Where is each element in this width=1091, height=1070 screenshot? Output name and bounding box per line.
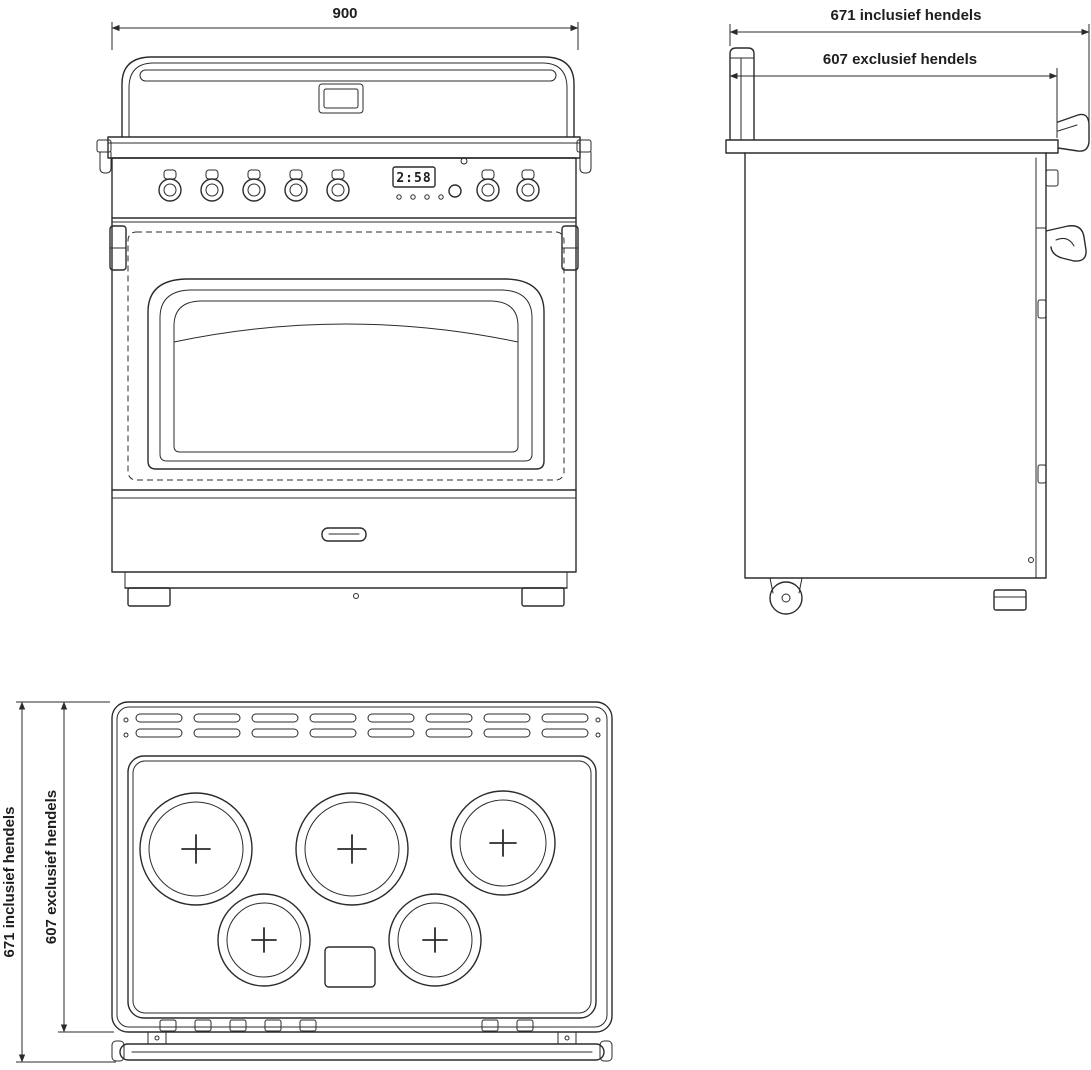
burner-center-mark-icon	[422, 927, 448, 953]
burner-center-mark-icon	[489, 829, 517, 857]
front-body-outline	[111, 157, 577, 573]
burner-zone	[217, 893, 311, 987]
burner-center-mark-icon	[251, 927, 277, 953]
burner-knob	[326, 169, 350, 202]
base-screw-icon	[353, 593, 359, 599]
indicator-light-icon	[460, 157, 468, 165]
backguard-center-plate	[318, 83, 364, 114]
side-screw-icon	[1028, 557, 1034, 563]
clock-display-value: 2:58	[396, 171, 431, 186]
burner-center-mark-icon	[337, 834, 367, 864]
door-window-outer	[147, 278, 545, 470]
front-base	[124, 571, 568, 607]
backguard-rail	[139, 69, 557, 82]
front-control-panel: 2:58	[111, 157, 577, 223]
left-rail-bracket-icon	[96, 139, 112, 174]
burner-zone	[450, 790, 556, 896]
top-body-outline	[111, 701, 613, 1033]
oven-knob	[516, 169, 540, 202]
side-cooktop	[725, 139, 1059, 154]
front-foot-right	[521, 587, 565, 607]
oven-knob	[476, 169, 500, 202]
rail-bracket	[557, 1031, 577, 1045]
front-width-label: 900	[332, 5, 357, 22]
burner-zone	[295, 792, 409, 906]
side-door-handle	[1045, 225, 1087, 262]
side-caster-wheel	[769, 577, 803, 615]
hob-glass	[127, 755, 597, 1019]
side-hinge-icon	[1037, 464, 1047, 484]
front-width-dimension: 900	[111, 5, 579, 50]
top-front-handle-rail	[111, 1031, 613, 1062]
front-foot-left	[127, 587, 171, 607]
top-depth-excl-label: 607 exclusief hendels	[43, 790, 60, 944]
burner-knob	[158, 169, 182, 202]
top-depth-incl-dimension: 671 inclusief hendels	[1, 701, 116, 1063]
burner-zone	[139, 792, 253, 906]
side-backguard	[729, 47, 755, 141]
rear-vent-slots	[123, 713, 601, 738]
side-view: 671 inclusief hendels 607 exclusief hend…	[725, 7, 1090, 615]
rail-end-cap	[599, 1040, 613, 1062]
rail-bracket	[147, 1031, 167, 1045]
burner-knob	[242, 169, 266, 202]
selector-button-icon	[448, 184, 462, 198]
side-rear-foot	[993, 589, 1027, 611]
clock-buttons	[396, 194, 444, 200]
front-backguard	[121, 56, 575, 138]
top-view: 671 inclusief hendels 607 exclusief hend…	[1, 701, 613, 1063]
side-depth-excl-dimension: 607 exclusief hendels	[729, 51, 1058, 138]
drawer-handle	[321, 527, 367, 542]
door-latch-icon	[1045, 169, 1059, 187]
rail-end-cap	[111, 1040, 125, 1062]
burner-knob	[200, 169, 224, 202]
door-hinge-left	[109, 225, 127, 271]
oven-door	[111, 231, 577, 499]
front-cooktop-edge	[96, 136, 592, 174]
door-hinge-right	[561, 225, 579, 271]
storage-drawer	[321, 527, 367, 542]
right-rail-bracket-icon	[576, 139, 592, 174]
burner-zone	[388, 893, 482, 987]
top-depth-incl-label: 671 inclusief hendels	[1, 807, 18, 958]
burner-center-mark-icon	[181, 834, 211, 864]
top-depth-excl-dimension: 607 exclusief hendels	[43, 701, 114, 1033]
clock-display: 2:58	[392, 166, 436, 188]
front-edge-knob-tops	[159, 1019, 534, 1032]
door-glass-arch	[173, 323, 519, 343]
front-view: 900	[96, 5, 592, 607]
side-top-handle	[1057, 113, 1090, 152]
side-depth-incl-label: 671 inclusief hendels	[831, 7, 982, 24]
side-depth-incl-dimension: 671 inclusief hendels	[729, 7, 1090, 122]
side-body	[744, 152, 1059, 579]
side-hinge-icon	[1037, 299, 1047, 319]
side-depth-excl-label: 607 exclusief hendels	[823, 51, 977, 68]
hob-control-window	[324, 946, 376, 988]
burner-knob	[284, 169, 308, 202]
